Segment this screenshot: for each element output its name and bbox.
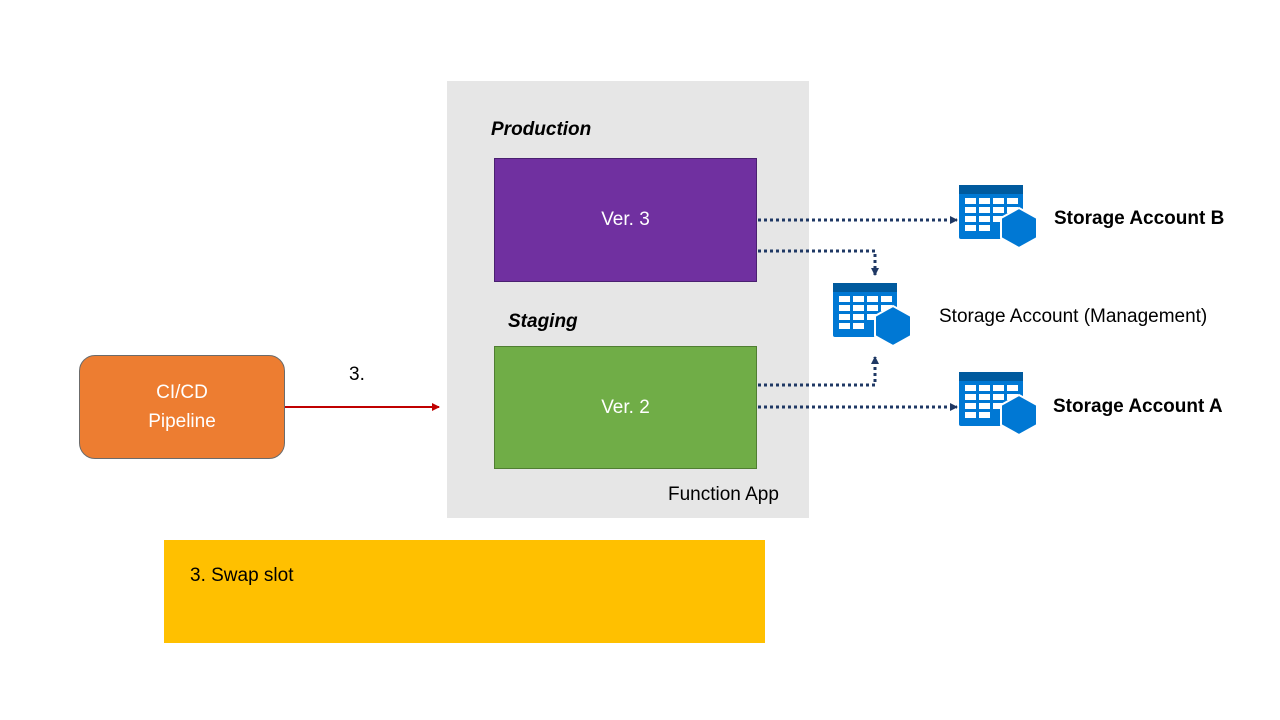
production-version-label: Ver. 3	[601, 209, 650, 230]
function-app-label: Function App	[668, 484, 779, 505]
storage-b-icon	[958, 184, 1038, 249]
swap-slot-note-text: 3. Swap slot	[190, 565, 294, 586]
pipeline-label-line2: Pipeline	[148, 411, 216, 432]
production-slot-box: Ver. 3	[494, 158, 757, 282]
prod-to-management-connector	[758, 249, 879, 276]
storage-account-management-label: Storage Account (Management)	[939, 306, 1208, 327]
staging-slot-title: Staging	[508, 311, 578, 332]
cicd-pipeline-box: CI/CD Pipeline	[79, 355, 285, 459]
storage-account-b-label: Storage Account B	[1054, 208, 1225, 229]
storage-account-a-label: Storage Account A	[1053, 396, 1223, 417]
staging-to-management-connector	[758, 356, 879, 387]
pipeline-label-line1: CI/CD	[156, 382, 208, 403]
swap-slot-note-box	[164, 540, 765, 643]
step-number-label: 3.	[349, 364, 365, 385]
staging-slot-box: Ver. 2	[494, 346, 757, 469]
storage-a-icon	[958, 371, 1038, 436]
staging-version-label: Ver. 2	[601, 396, 650, 418]
storage-management-icon	[832, 282, 912, 347]
production-slot-title: Production	[491, 119, 592, 140]
